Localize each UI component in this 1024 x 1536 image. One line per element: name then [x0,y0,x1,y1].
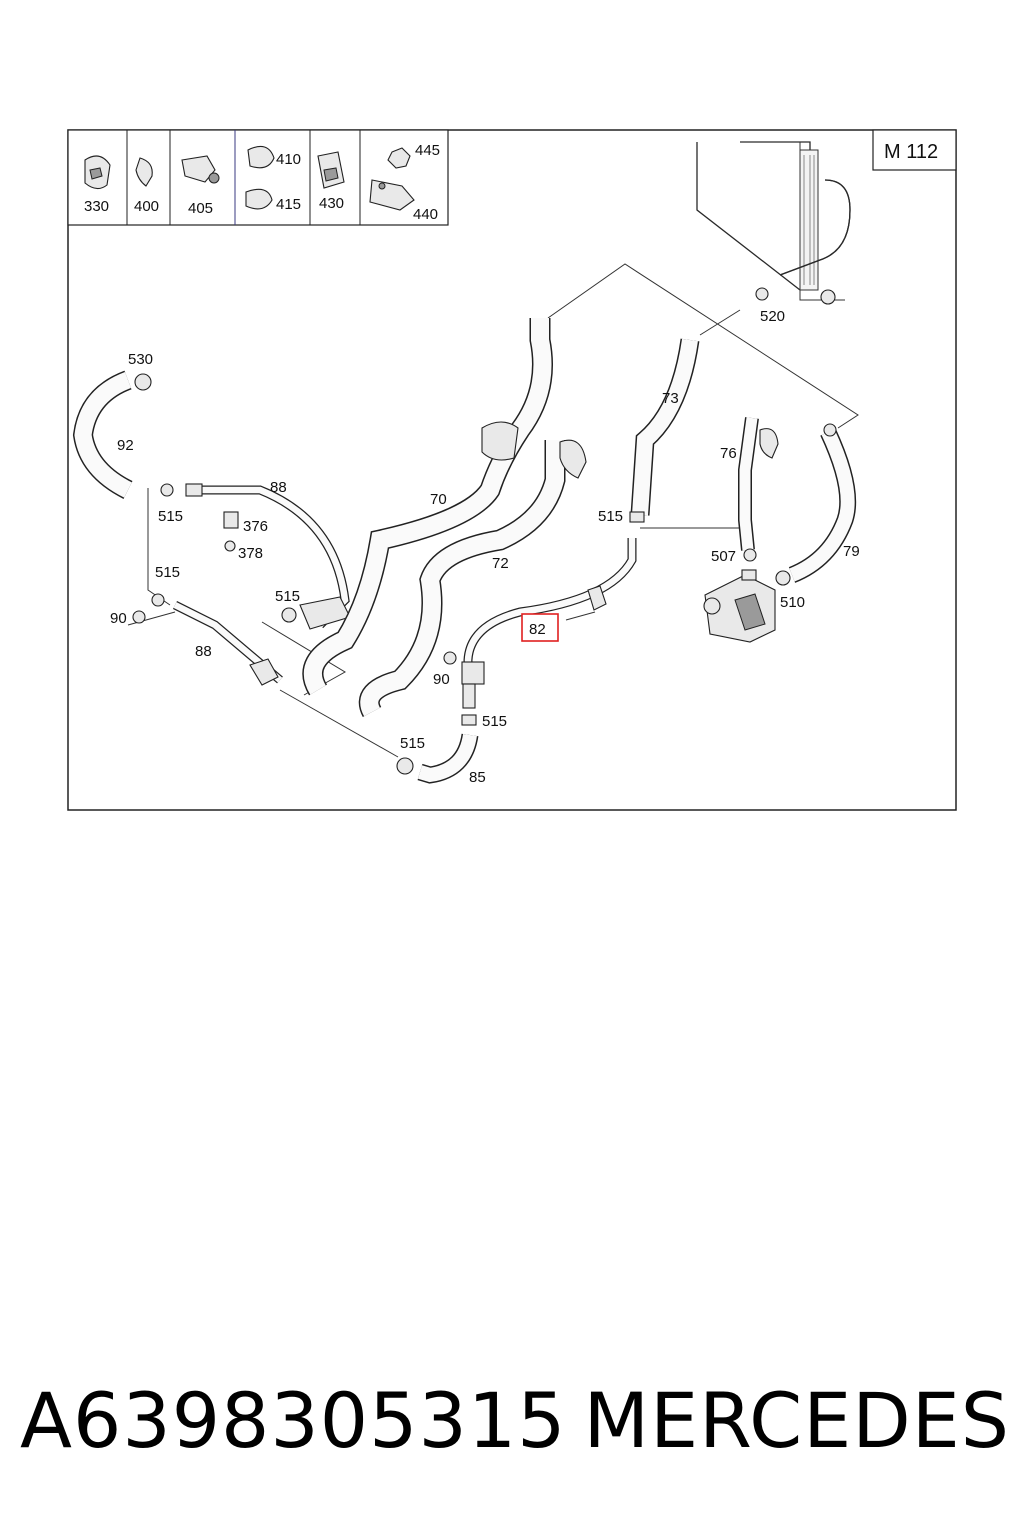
valve-510 [703,569,776,643]
callout-82: 82 [529,621,546,638]
legend-label-330: 330 [84,198,109,215]
callout-376: 376 [243,518,268,535]
callout-79: 79 [843,543,860,560]
leader-lines [127,263,859,758]
legend-strip: 330 400 405 410 415 430 445 440 [67,129,449,226]
diagram-frame [67,129,957,811]
highlighted-callout-82[interactable]: 82 [521,613,559,642]
legend-label-410: 410 [276,151,301,168]
callout-88-a: 88 [270,479,287,496]
callout-92: 92 [117,437,134,454]
pipe-82 [443,538,637,709]
clamp-520 [755,287,769,301]
callout-labels: 530 92 515 88 376 378 515 515 90 88 70 7… [110,308,860,786]
clamp-330-icon [84,155,111,190]
bracket-440-icon [369,179,415,211]
hose-85 [396,714,479,784]
callout-515-e: 515 [482,713,507,730]
legend-label-430: 430 [319,195,344,212]
part-number: A6398305315 [20,1375,567,1465]
callout-90-b: 90 [433,671,450,688]
hose-72 [358,439,587,718]
bracket-405-icon [181,155,220,184]
callout-515-c: 515 [275,588,300,605]
parts-diagram: 330 400 405 410 415 430 445 440 M 112 [67,129,957,811]
callout-515-b: 515 [155,564,180,581]
legend-label-440: 440 [413,206,438,223]
callout-515-d: 515 [598,508,623,525]
pipe-88-lower [132,593,283,686]
hose-92 [72,370,152,499]
callout-515-a: 515 [158,508,183,525]
callout-510: 510 [780,594,805,611]
hose-70 [302,318,553,696]
clip-400-icon [135,157,153,187]
callout-378: 378 [238,545,263,562]
brand-name: MERCEDES [583,1375,1010,1465]
clip-430-icon [317,151,345,189]
model-box: M 112 [872,129,957,171]
callout-73: 73 [662,390,679,407]
callout-85: 85 [469,769,486,786]
callout-76: 76 [720,445,737,462]
highlight-box [521,613,559,642]
hose-76 [738,417,779,562]
clamp-415-icon [245,188,273,210]
nut-445-icon [387,147,411,169]
pipe-88-upper [160,483,351,630]
callout-520: 520 [760,308,785,325]
callout-515-f: 515 [400,735,425,752]
caption-bar: A6398305315 MERCEDES [20,1370,1010,1470]
model-label: M 112 [884,141,938,163]
hose-73 [629,338,700,523]
callout-70: 70 [430,491,447,508]
legend-label-400: 400 [134,198,159,215]
legend-label-405: 405 [188,200,213,217]
legend-label-415: 415 [276,196,301,213]
legend-label-445: 445 [415,142,440,159]
callout-90-a: 90 [110,610,127,627]
callout-530: 530 [128,351,153,368]
radiator [696,141,851,305]
callout-88-b: 88 [195,643,212,660]
callout-72: 72 [492,555,509,572]
clamp-410-icon [247,145,275,169]
hose-79 [775,423,857,586]
callout-507: 507 [711,548,736,565]
